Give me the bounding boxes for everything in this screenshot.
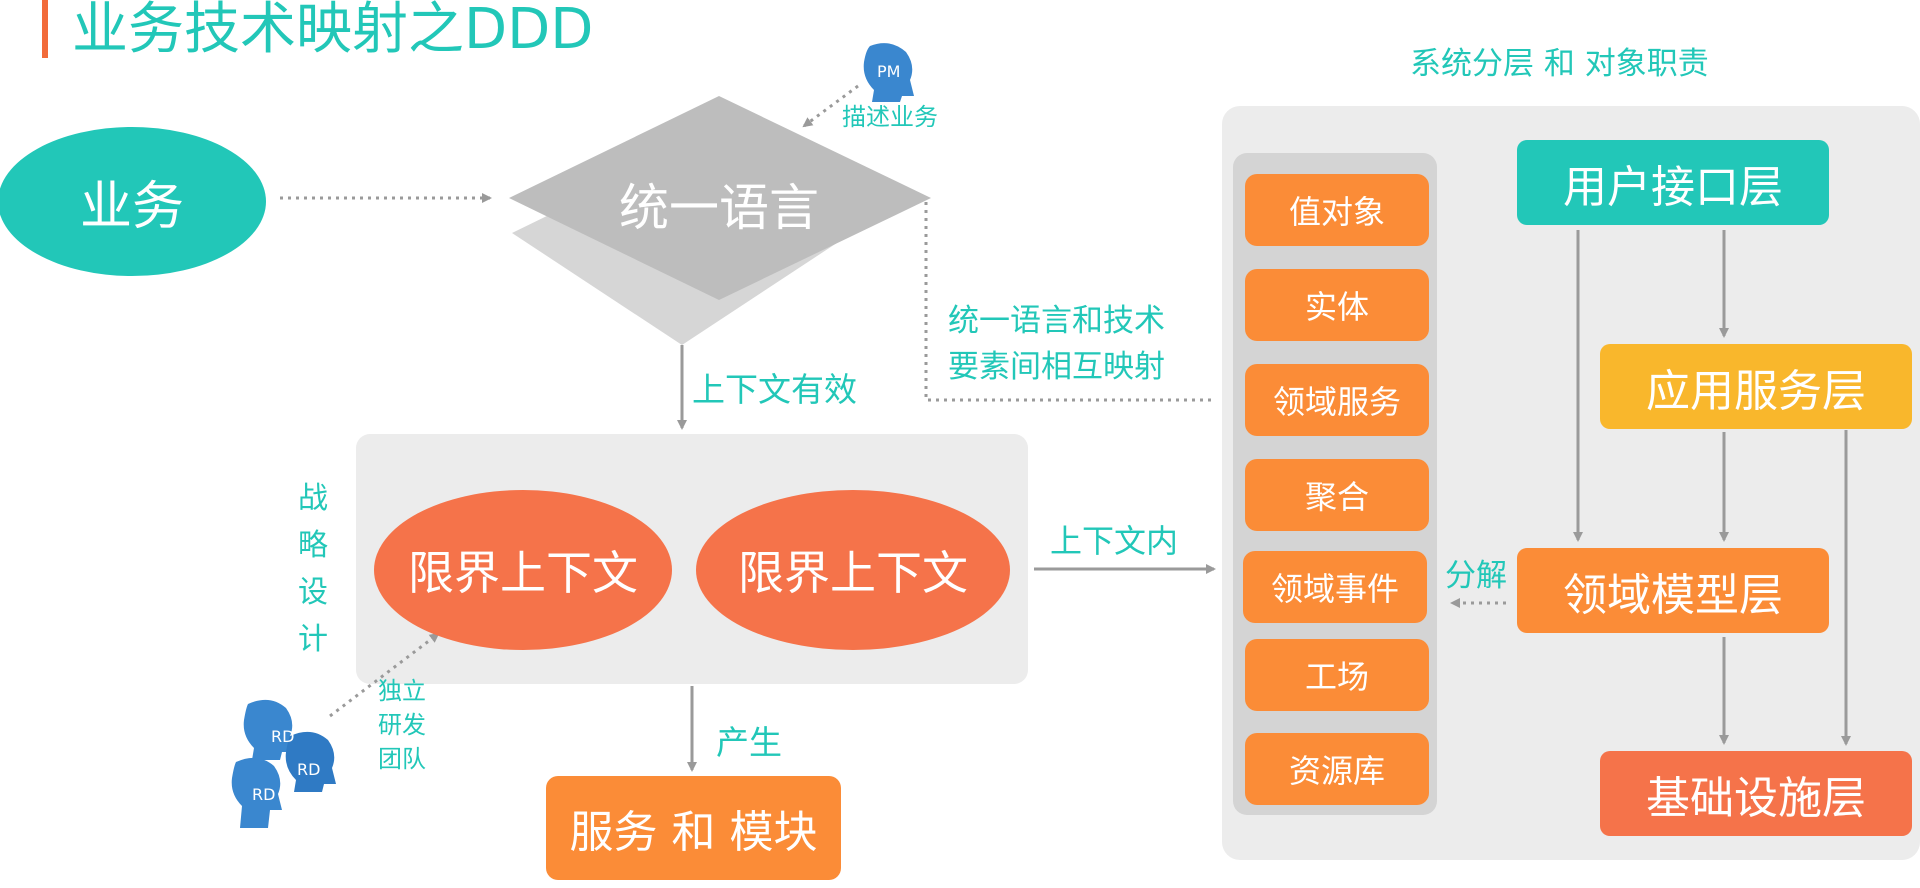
domain-layer-box: 领域模型层	[1517, 548, 1829, 633]
entity-item: 实体	[1245, 269, 1429, 341]
ubiquitous-language-label: 统一语言	[619, 179, 819, 237]
produce-label: 产生	[716, 723, 782, 762]
team-to-context-arrow	[329, 632, 440, 718]
rd-head-icon-1	[243, 699, 294, 760]
factory-item: 工场	[1245, 639, 1429, 711]
rd-label-1: RD	[271, 727, 295, 746]
context-valid-label: 上下文有效	[692, 370, 857, 409]
decompose-label: 分解	[1445, 558, 1507, 594]
describe-business-label: 描述业务	[842, 103, 938, 131]
page-title: 业务技术映射之DDD	[72, 0, 594, 62]
rd-head-icon-2	[285, 731, 336, 792]
team-label-line: 团队	[378, 745, 426, 773]
value-object-item: 值对象	[1245, 174, 1429, 246]
within-context-label: 上下文内	[1050, 522, 1179, 560]
rd-label-2: RD	[297, 760, 321, 779]
domain-event-item: 领域事件	[1243, 551, 1427, 623]
layers-title: 系统分层 和 对象职责	[1410, 46, 1709, 82]
domain-service-item: 领域服务	[1245, 364, 1429, 436]
team-label: 独立 研发 团队	[378, 674, 426, 776]
strategic-design-label: 战 略 设 计	[296, 475, 330, 663]
team-label-line: 独立	[378, 677, 426, 705]
strategic-design-char: 略	[298, 528, 328, 563]
pm-label: PM	[877, 62, 901, 81]
infrastructure-layer-box: 基础设施层	[1600, 751, 1912, 836]
strategic-design-char: 设	[298, 575, 328, 610]
bounded-context-1: 限界上下文	[374, 490, 672, 650]
application-layer-box: 应用服务层	[1600, 344, 1912, 429]
mapping-label-line-1: 统一语言和技术	[948, 303, 1165, 339]
mapping-label: 统一语言和技术 要素间相互映射	[948, 298, 1165, 390]
repository-item: 资源库	[1245, 733, 1429, 805]
language-diamond	[509, 96, 931, 300]
title-accent-bar	[42, 0, 48, 58]
ui-layer-box: 用户接口层	[1517, 140, 1829, 225]
language-to-layers-dotted-line	[924, 202, 1216, 402]
pm-head-icon	[863, 43, 914, 102]
rd-head-icon-3	[231, 757, 282, 828]
services-modules-box: 服务 和 模块	[546, 776, 841, 880]
mapping-label-line-2: 要素间相互映射	[948, 349, 1165, 385]
team-label-line: 研发	[378, 711, 426, 739]
aggregate-item: 聚合	[1245, 459, 1429, 531]
bounded-context-2: 限界上下文	[696, 490, 1010, 650]
strategic-design-char: 战	[298, 481, 328, 516]
rd-label-3: RD	[252, 785, 276, 804]
pm-to-language-arrow	[802, 84, 859, 128]
business-node: 业务	[0, 127, 266, 276]
strategic-design-char: 计	[298, 622, 328, 657]
